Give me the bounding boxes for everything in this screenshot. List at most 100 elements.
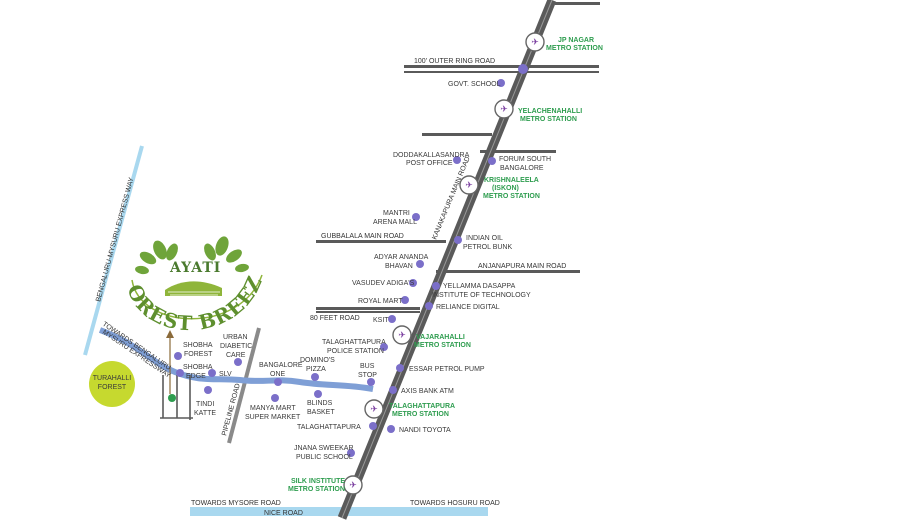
poi-shobha-forest[interactable] xyxy=(174,352,182,360)
road-forum xyxy=(480,150,556,153)
site-arrow-head xyxy=(166,330,174,338)
label-urban-2: DIABETIC xyxy=(220,343,252,350)
poi-dots xyxy=(174,79,505,457)
label-dominos-2: PIZZA xyxy=(306,366,326,373)
gubbalala-road xyxy=(316,240,446,243)
label-bus-2: STOP xyxy=(358,372,377,379)
poi-essar[interactable] xyxy=(396,364,404,372)
outer-ring-junction xyxy=(518,64,528,74)
logo-ayati: AYATI xyxy=(169,260,221,276)
poi-yellamma[interactable] xyxy=(432,282,440,290)
logo-ring xyxy=(131,274,263,320)
train-icon: ✈ xyxy=(370,404,378,414)
label-urban-3: CARE xyxy=(226,352,246,359)
metro-vajarahalli[interactable]: ✈ xyxy=(392,325,412,345)
poi-doddakallasandra[interactable] xyxy=(453,156,461,164)
poi-urban-diabetic[interactable] xyxy=(234,358,242,366)
label-mysore-road: TOWARDS MYSORE ROAD xyxy=(191,500,281,507)
poi-dominos[interactable] xyxy=(311,373,319,381)
poi-reliance-digital[interactable] xyxy=(425,302,433,310)
label-yell-1: YELLAMMA DASAPPA xyxy=(443,283,516,290)
label-tindi-2: KATTE xyxy=(194,410,216,417)
label-ksit: KSIT xyxy=(373,317,389,324)
metro-vaj-2: METRO STATION xyxy=(414,342,471,349)
label-nandi: NANDI TOYOTA xyxy=(399,427,451,434)
label-mantri-2: ARENA MALL xyxy=(373,219,417,226)
label-vasudev: VASUDEV ADIGA'S xyxy=(352,280,415,287)
site-marker xyxy=(168,394,176,402)
label-jnana-2: PUBLIC SCHOOL xyxy=(296,454,353,461)
logo-hills-lines xyxy=(168,291,220,296)
poi-indian-oil[interactable] xyxy=(454,236,462,244)
leaf-icon xyxy=(135,236,249,275)
label-nice-road: NICE ROAD xyxy=(264,510,303,517)
label-dominos-1: DOMINO'S xyxy=(300,357,335,364)
anjanapura-road xyxy=(436,270,580,273)
ayati-logo: AYATI FOREST BREEZE xyxy=(0,0,266,335)
label-shobha-edge-1: SHOBHA xyxy=(183,364,213,371)
metro-krishnaleela[interactable]: ✈ xyxy=(459,175,479,195)
top-road-stub xyxy=(555,2,600,5)
poi-talaghattapura-ps[interactable] xyxy=(380,343,388,351)
poi-vasudev-adiga[interactable] xyxy=(409,279,417,287)
feet80-road-2 xyxy=(316,311,420,313)
label-shobha-forest-1: SHOBHA xyxy=(183,342,213,349)
poi-blinds-basket[interactable] xyxy=(314,390,322,398)
train-icon: ✈ xyxy=(398,330,406,340)
kanakapura-road-centre xyxy=(341,0,553,519)
label-manya-1: MANYA MART xyxy=(250,405,296,412)
label-yell-2: INSTITUTE OF TECHNOLOGY xyxy=(432,292,531,299)
outer-ring-road-2 xyxy=(404,71,599,73)
label-blinds-2: BASKET xyxy=(307,409,335,416)
label-shobha-forest-2: FOREST xyxy=(184,351,213,358)
metro-kri-1: KRISHNALEELA xyxy=(484,177,539,184)
poi-talaghattapura[interactable] xyxy=(369,422,377,430)
train-icon: ✈ xyxy=(531,37,539,47)
label-anjanapura: ANJANAPURA MAIN ROAD xyxy=(478,263,566,270)
label-urban-1: URBAN xyxy=(223,334,248,341)
nice-road xyxy=(190,507,488,516)
metro-tal-1: TALAGHATTAPURA xyxy=(389,403,455,410)
road-yelachenahalli xyxy=(422,133,492,136)
poi-royal-mart[interactable] xyxy=(401,296,409,304)
label-talps-2: POLICE STATION xyxy=(327,348,384,355)
label-kanakapura: KANAKAPURA MAIN ROAD xyxy=(431,156,471,241)
expressway-road xyxy=(83,145,144,356)
label-indian-1: INDIAN OIL xyxy=(466,235,503,242)
metro-talaghattapura[interactable]: ✈ xyxy=(364,399,384,419)
poi-mantri-mall[interactable] xyxy=(412,213,420,221)
poi-jnana-sweekar[interactable] xyxy=(347,449,355,457)
label-royal-mart: ROYAL MART xyxy=(358,298,403,305)
poi-slv[interactable] xyxy=(208,369,216,377)
poi-nandi-toyota[interactable] xyxy=(387,425,395,433)
label-adyar-2: BHAVAN xyxy=(385,263,413,270)
train-icon: ✈ xyxy=(465,180,473,190)
pipeline-road xyxy=(227,327,261,444)
train-icon: ✈ xyxy=(349,480,357,490)
metro-jp-nagar[interactable]: ✈ xyxy=(525,32,545,52)
poi-manya-mart[interactable] xyxy=(271,394,279,402)
label-talps-1: TALAGHATTAPURA xyxy=(322,339,386,346)
label-blr1-1: BANGALORE xyxy=(259,362,303,369)
label-mantri-1: MANTRI xyxy=(383,210,410,217)
label-govt-school: GOVT. SCHOOL xyxy=(448,81,501,88)
label-essar: ESSAR PETROL PUMP xyxy=(409,366,485,373)
metro-yelachenahalli[interactable]: ✈ xyxy=(494,99,514,119)
metro-jp-1: JP NAGAR xyxy=(558,37,594,44)
metro-silk-2: METRO STATION xyxy=(288,486,345,493)
poi-bus-stop[interactable] xyxy=(367,378,375,386)
metro-yel-2: METRO STATION xyxy=(520,116,577,123)
logo-hills xyxy=(165,281,222,296)
poi-ksit[interactable] xyxy=(388,315,396,323)
poi-shobha-edge[interactable] xyxy=(176,369,184,377)
poi-forum-south[interactable] xyxy=(488,157,496,165)
poi-bangalore-one[interactable] xyxy=(274,378,282,386)
poi-axis-atm[interactable] xyxy=(389,386,397,394)
poi-tindi-katte[interactable] xyxy=(204,386,212,394)
label-forum-2: BANGALORE xyxy=(500,165,544,172)
poi-govt-school[interactable] xyxy=(497,79,505,87)
poi-adyar-ananda[interactable] xyxy=(416,260,424,268)
label-reliance: RELIANCE DIGITAL xyxy=(436,304,500,311)
metro-silk-institute[interactable]: ✈ xyxy=(343,475,363,495)
